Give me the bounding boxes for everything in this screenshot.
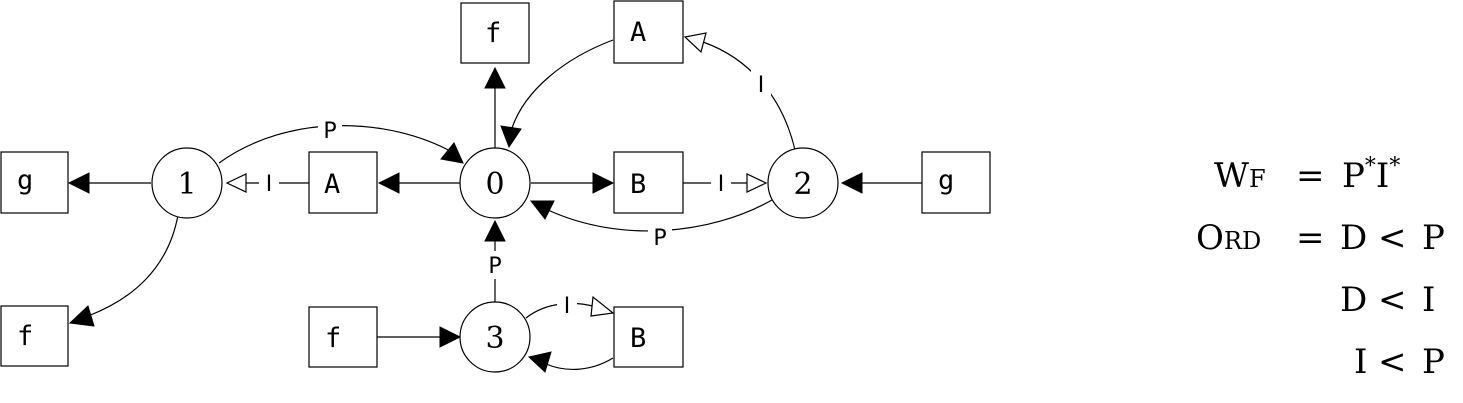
- edge-label-i-B-to-2: I: [718, 172, 725, 197]
- box-B-bottom-label: B: [630, 323, 646, 354]
- edge-A-top-to-0-arc: [511, 39, 614, 129]
- svg-text:WF: WF: [1214, 156, 1266, 196]
- state-node-3: 3: [459, 301, 531, 373]
- formula-ord-line-2-less: <: [1378, 280, 1407, 320]
- state-node-3-label: 3: [485, 321, 504, 356]
- box-f-bottom: f: [308, 306, 378, 368]
- formula-wf-rhs-1: P: [1342, 156, 1365, 196]
- formula-ord-line-2-left: D: [1340, 280, 1367, 320]
- state-node-0-label: 0: [485, 167, 504, 202]
- box-f-bottom-label: f: [325, 323, 341, 354]
- edge-label-p-1-to-0: P: [323, 119, 336, 144]
- box-f-left-label: f: [17, 321, 33, 352]
- state-node-1-label: 1: [177, 167, 196, 202]
- box-B-mid: B: [613, 151, 684, 214]
- edge-label-i-2-to-Atop: I: [758, 73, 765, 98]
- formula-ord-line-1-less: <: [1378, 218, 1407, 258]
- box-A-mid-label: A: [324, 169, 340, 200]
- arrowhead-filled: [592, 172, 615, 194]
- edge-B-bottom-to-3-arc: [545, 357, 614, 370]
- box-g-right: g: [921, 151, 991, 214]
- formula-ord-line-2-right: I: [1422, 280, 1435, 320]
- box-g-left: g: [0, 151, 69, 214]
- arrowhead-filled: [484, 219, 506, 242]
- formula-ord-line-1-left: D: [1340, 218, 1367, 258]
- arrowhead-filled: [439, 326, 462, 348]
- arrowhead-filled: [500, 125, 522, 149]
- box-B-mid-label: B: [630, 169, 646, 200]
- box-A-mid: A: [308, 151, 378, 214]
- edge-label-p-3-to-0: P: [488, 254, 501, 279]
- box-f-top-label: f: [485, 18, 501, 49]
- arrowhead-filled: [440, 142, 464, 164]
- arrowhead-filled: [67, 172, 90, 194]
- formula-ord-line-1-right: P: [1422, 218, 1445, 258]
- formula-ord-name-big: O: [1196, 218, 1224, 258]
- state-node-2-label: 2: [793, 167, 812, 202]
- formula-ord-line-3-left: I: [1354, 342, 1367, 382]
- edge-2-to-A-top-arc: [702, 41, 796, 151]
- formula-ord-line-3-right: P: [1422, 342, 1445, 382]
- formula-ord-line-3-less: <: [1378, 342, 1407, 382]
- formula-wf-name-small: F: [1249, 165, 1266, 193]
- box-g-left-label: g: [17, 165, 33, 196]
- formula-wf-equals: =: [1296, 156, 1325, 196]
- arrowhead-filled: [529, 200, 555, 220]
- box-A-top-label: A: [630, 17, 646, 48]
- formula-ord-name-small: RD: [1224, 227, 1261, 255]
- state-node-1: 1: [151, 147, 223, 219]
- arrowhead-open: [746, 173, 768, 193]
- formula-ord: ORD = D < P D < I I < P: [1196, 218, 1445, 382]
- arrowhead-filled: [840, 172, 863, 194]
- formula-wf-star-2: *: [1389, 154, 1400, 179]
- state-node-2: 2: [767, 147, 839, 219]
- box-g-right-label: g: [938, 165, 954, 196]
- state-node-0: 0: [459, 147, 531, 219]
- arrowhead-open: [683, 32, 707, 54]
- arrowhead-open: [225, 173, 247, 193]
- box-f-top: f: [460, 2, 530, 64]
- arrowhead-filled: [377, 172, 400, 194]
- box-B-bottom: B: [613, 306, 684, 368]
- edge-1-to-f-left-arc: [87, 214, 179, 317]
- formula-wf-name-big: W: [1214, 156, 1249, 196]
- box-A-top: A: [613, 0, 684, 64]
- formula-wf-rhs-2: I: [1376, 156, 1389, 196]
- arrowhead-filled: [68, 305, 95, 327]
- edge-label-i-3-to-B: I: [564, 294, 571, 319]
- arrowhead-open: [590, 295, 615, 317]
- arrowhead-filled: [484, 66, 506, 89]
- formula-wf: WF = P*I*: [1214, 154, 1400, 196]
- edge-label-i-A-to-1: I: [266, 172, 273, 197]
- edge-label-p-2-to-0: P: [653, 226, 666, 251]
- arrowhead-filled: [527, 351, 552, 373]
- box-f-left: f: [0, 305, 69, 367]
- svg-text:ORD: ORD: [1196, 218, 1261, 258]
- formula-ord-equals: =: [1296, 218, 1325, 258]
- formula-wf-star-1: *: [1365, 154, 1376, 179]
- svg-text:P*I*: P*I*: [1342, 154, 1400, 196]
